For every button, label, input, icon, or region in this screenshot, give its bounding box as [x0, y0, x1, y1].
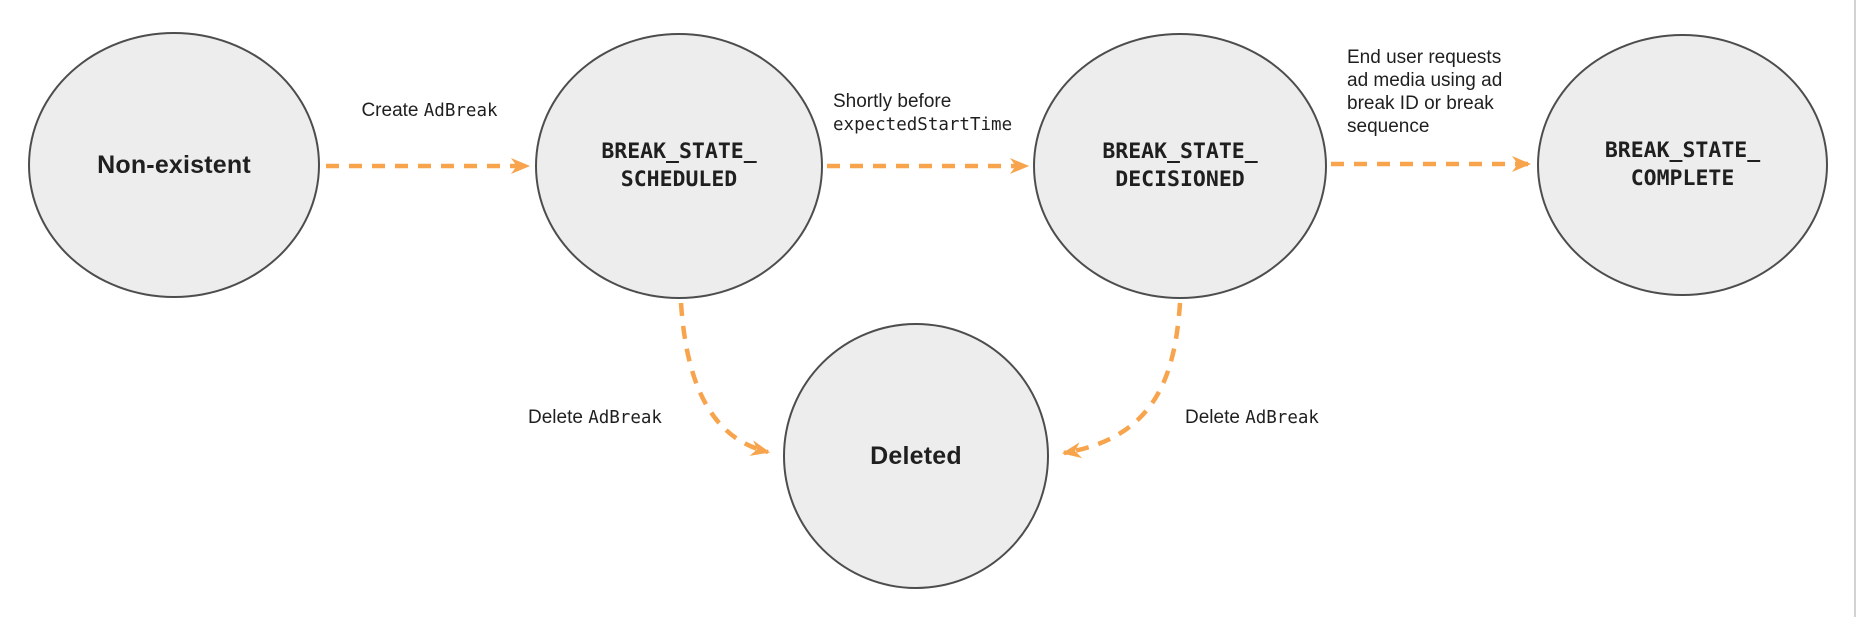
state-deleted: Deleted — [783, 323, 1049, 589]
state-label: BREAK_STATE_ SCHEDULED — [601, 139, 757, 192]
state-break-state-decisioned: BREAK_STATE_ DECISIONED — [1033, 33, 1327, 299]
state-label: Deleted — [870, 441, 962, 470]
arrow-delete-adbreak-from-scheduled — [678, 302, 771, 456]
state-label: Non-existent — [97, 150, 251, 179]
page-right-divider — [1854, 0, 1856, 617]
transition-label-end-user-request: End user requests ad media using ad brea… — [1347, 47, 1503, 137]
transition-label-delete-adbreak-right: Delete AdBreak — [1185, 407, 1319, 428]
state-label: BREAK_STATE_ DECISIONED — [1102, 139, 1258, 192]
state-label: BREAK_STATE_ COMPLETE — [1604, 138, 1761, 191]
state-break-state-scheduled: BREAK_STATE_ SCHEDULED — [535, 33, 823, 299]
state-non-existent: Non-existent — [28, 32, 320, 298]
transition-label-create-adbreak: Create AdBreak — [361, 100, 498, 121]
transition-label-delete-adbreak-left: Delete AdBreak — [528, 407, 662, 428]
transition-label-shortly-before: Shortly before expectedStartTime — [833, 91, 1013, 135]
state-break-state-complete: BREAK_STATE_ COMPLETE — [1537, 34, 1828, 296]
arrow-delete-adbreak-from-decisioned — [1061, 302, 1183, 459]
